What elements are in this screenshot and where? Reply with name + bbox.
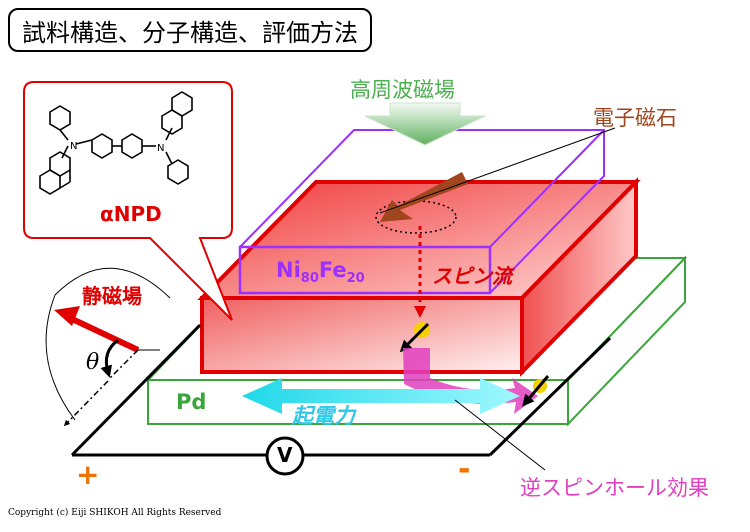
nife-label: Ni80Fe20 — [276, 258, 365, 287]
static-field-label: 静磁場 — [82, 284, 142, 308]
pd-label: Pd — [176, 390, 207, 414]
precession-orbit — [375, 200, 457, 234]
red-block — [197, 177, 641, 377]
molecule-callout — [23, 81, 233, 321]
title-box: 試料構造、分子構造、評価方法 — [8, 8, 372, 52]
electron-magnet-pointer — [379, 127, 616, 214]
emf-label: 起電力 — [292, 404, 355, 428]
plus-label: + — [76, 458, 100, 491]
title-text: 試料構造、分子構造、評価方法 — [22, 18, 358, 47]
minus-label: - — [458, 452, 471, 487]
nitrogen-right-label: N — [157, 143, 164, 154]
theta-label: θ — [86, 350, 100, 375]
spin-current-label: スピン流 — [432, 264, 512, 288]
copyright-text: Copyright (c) Eiji SHIKOH All Rights Res… — [8, 508, 222, 518]
electron-magnet-label: 電子磁石 — [593, 106, 677, 130]
emf-arrow-icon — [242, 378, 520, 414]
ishe-label: 逆スピンホール効果 — [520, 476, 709, 500]
ishe-pointer — [454, 399, 546, 471]
rf-field-label: 高周波磁場 — [350, 78, 455, 102]
nitrogen-left-label: N — [70, 141, 77, 152]
measurement-circuit — [70, 323, 612, 476]
molecule-label: αNPD — [100, 202, 162, 226]
static-field-arrow-icon — [45, 267, 171, 427]
nife-layer — [238, 129, 605, 295]
voltmeter-label: V — [277, 443, 293, 467]
anpd-structure-icon — [39, 91, 193, 195]
rf-field-arrow-icon — [364, 102, 486, 146]
voltmeter-icon — [265, 436, 305, 476]
